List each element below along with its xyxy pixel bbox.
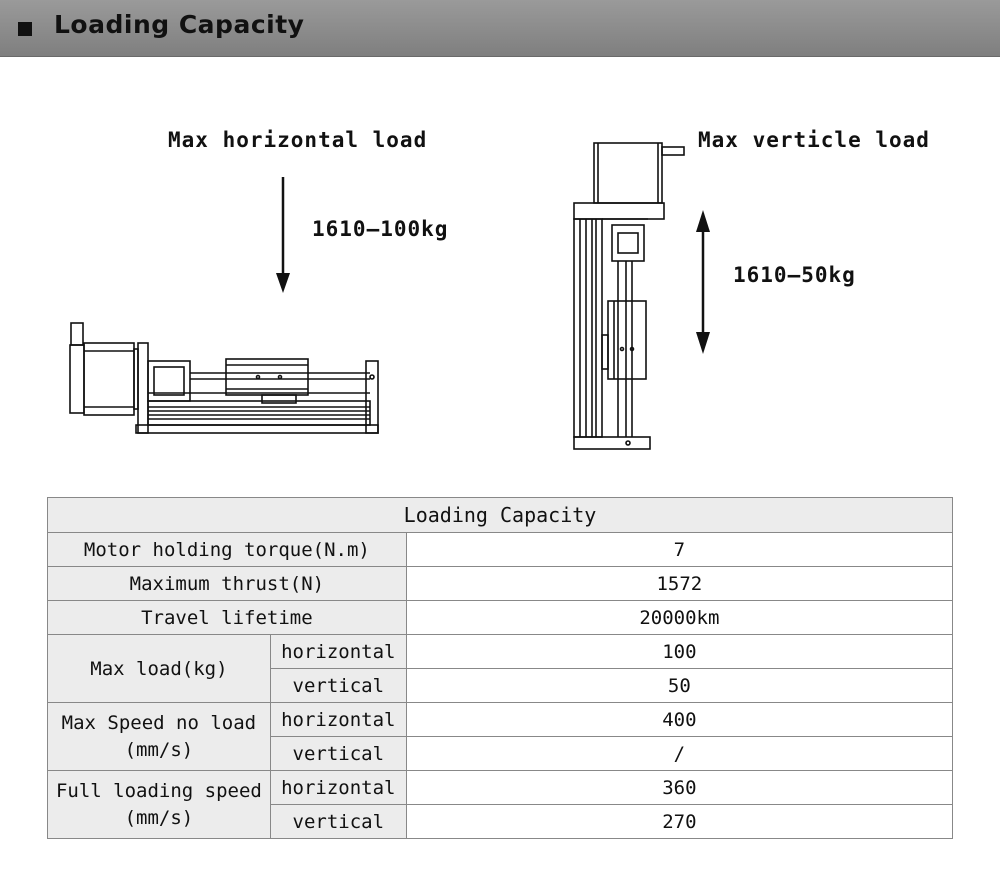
horizontal-actuator-drawing: [69, 322, 379, 434]
row-value: 20000km: [405, 600, 954, 635]
row-value: 50: [405, 668, 954, 703]
group-label: Full loading speed (mm/s): [47, 770, 271, 839]
row-value: /: [405, 736, 954, 771]
row-value: 100: [405, 634, 954, 669]
row-value: 7: [405, 532, 954, 567]
sub-label: horizontal: [269, 634, 407, 669]
row-value: 1572: [405, 566, 954, 601]
row-value: 270: [405, 804, 954, 839]
square-bullet-icon: [18, 22, 32, 36]
sub-label: vertical: [269, 668, 407, 703]
section-header: Loading Capacity: [0, 0, 1000, 57]
group-label: Max load(kg): [47, 634, 271, 703]
sub-label: horizontal: [269, 702, 407, 737]
table-caption: Loading Capacity: [47, 497, 953, 533]
section-title: Loading Capacity: [54, 10, 305, 39]
loading-capacity-table: Loading Capacity Motor holding torque(N.…: [47, 497, 954, 839]
table-row: Motor holding torque(N.m) 7: [47, 532, 954, 567]
vertical-actuator-drawing: [573, 142, 685, 450]
table-row: vertical 270: [48, 804, 954, 839]
down-arrow-icon: [276, 177, 290, 293]
table-row: Max Speed no load (mm/s) horizontal 400: [47, 702, 954, 771]
row-value: 400: [405, 702, 954, 737]
table-row: vertical /: [48, 736, 954, 771]
row-label: Travel lifetime: [47, 600, 407, 635]
group-label: Max Speed no load (mm/s): [47, 702, 271, 771]
row-label: Motor holding torque(N.m): [47, 532, 407, 567]
vertical-load-title: Max verticle load: [698, 128, 930, 152]
table-row: Full loading speed (mm/s) horizontal 360: [47, 770, 954, 839]
row-value: 360: [405, 770, 954, 805]
row-label: Maximum thrust(N): [47, 566, 407, 601]
sub-label: vertical: [269, 736, 407, 771]
table-row: Max load(kg) horizontal 100: [47, 634, 954, 703]
sub-label: vertical: [269, 804, 407, 839]
sub-label: horizontal: [269, 770, 407, 805]
table-row: Maximum thrust(N) 1572: [47, 566, 954, 601]
table-row: Travel lifetime 20000km: [47, 600, 954, 635]
up-down-arrow-icon: [696, 210, 710, 354]
horizontal-load-value: 1610—100kg: [312, 217, 449, 241]
horizontal-load-title: Max horizontal load: [168, 128, 428, 152]
vertical-load-value: 1610—50kg: [733, 263, 856, 287]
